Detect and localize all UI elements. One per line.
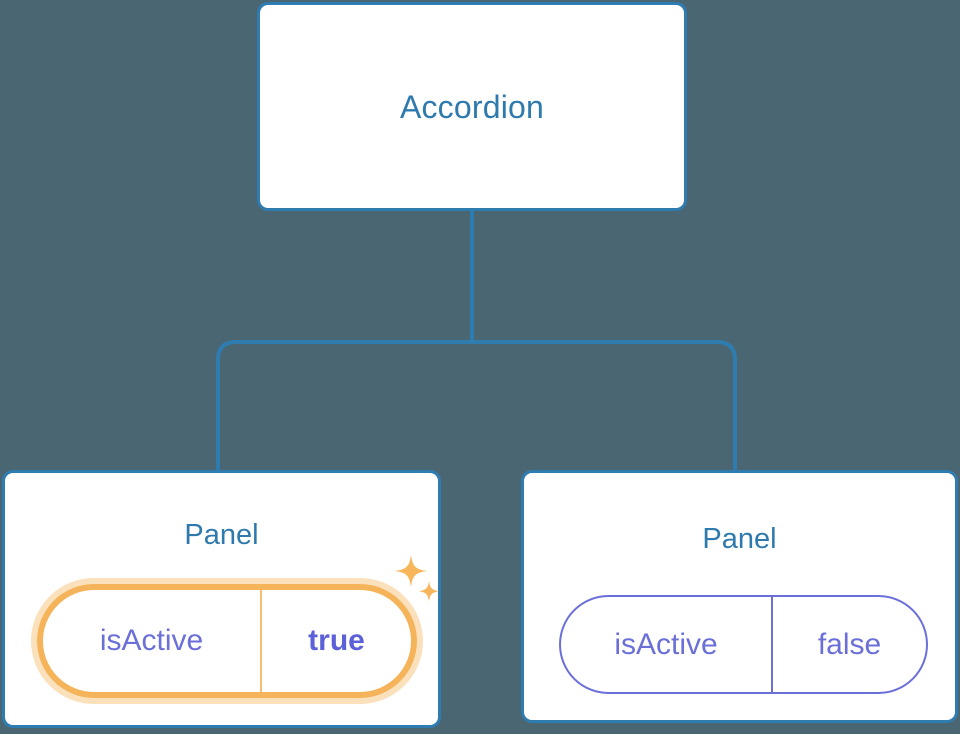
prop-value: true xyxy=(308,624,365,657)
node-title: Accordion xyxy=(399,88,545,125)
node-title: Panel xyxy=(184,519,259,551)
sparkle-small-icon xyxy=(418,581,440,602)
prop-pill-highlight-halo: isActive true xyxy=(31,578,423,704)
prop-key: isActive xyxy=(43,590,262,692)
connector-branch xyxy=(216,340,737,476)
prop-pill-isactive-true[interactable]: isActive true xyxy=(37,584,417,698)
prop-key: isActive xyxy=(561,597,773,692)
node-title: Panel xyxy=(702,523,777,555)
node-accordion[interactable]: Accordion xyxy=(257,2,687,211)
node-panel-active[interactable]: Panel isActive true xyxy=(2,470,441,728)
prop-pill-isactive-false[interactable]: isActive false xyxy=(559,595,928,694)
prop-value: false xyxy=(817,627,882,661)
node-panel-inactive[interactable]: Panel isActive false xyxy=(521,470,958,723)
sparkle-large-icon xyxy=(395,555,427,587)
